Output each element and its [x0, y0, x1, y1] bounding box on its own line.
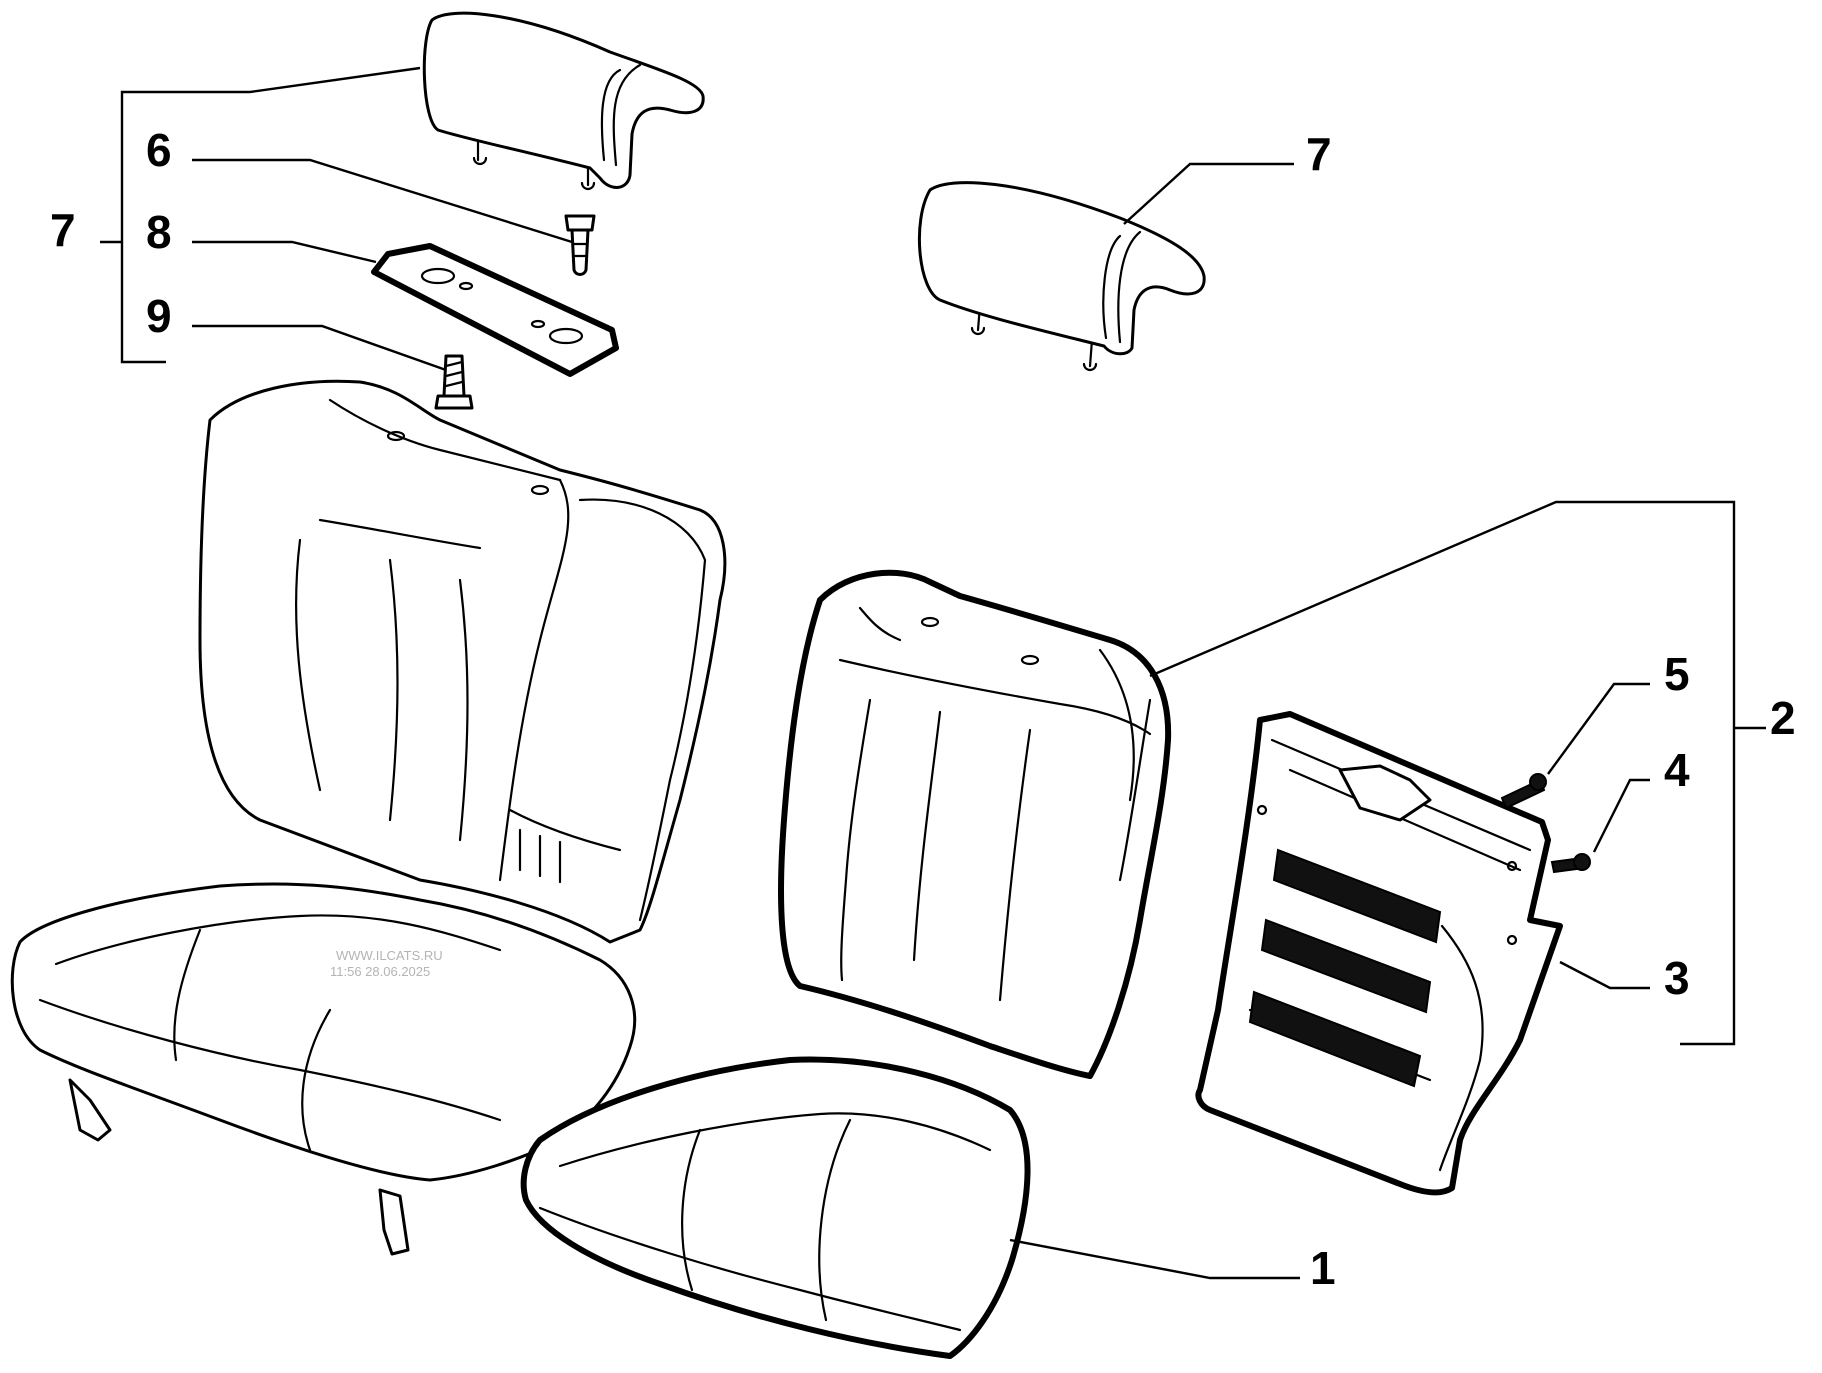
guide-pin [564, 214, 596, 276]
callout-4: 4 [1664, 744, 1690, 796]
callout-6: 6 [146, 124, 172, 176]
seat-cushion [520, 1056, 1031, 1359]
left-seat-cushion [10, 882, 637, 1256]
leader-lines [100, 66, 1766, 1280]
mounting-plate [371, 243, 619, 377]
watermark-time: 11:56 28.06.2025 [330, 964, 430, 979]
callout-9: 9 [146, 290, 172, 342]
callout-3: 3 [1664, 952, 1690, 1004]
callout-7-right: 7 [1306, 128, 1332, 180]
headrest-left [422, 11, 705, 191]
callout-8: 8 [146, 206, 172, 258]
screw-5 [1500, 773, 1547, 810]
screw-4 [1550, 853, 1591, 874]
callout-5: 5 [1664, 648, 1690, 700]
callout-1: 1 [1310, 1242, 1336, 1294]
callout-7-left: 7 [50, 204, 76, 256]
seatback-pad [778, 569, 1172, 1079]
back-panel-frame [1195, 711, 1563, 1196]
bolt [434, 354, 474, 410]
headrest-right [917, 181, 1206, 372]
watermark-site: WWW.ILCATS.RU [336, 948, 443, 963]
callout-2: 2 [1770, 692, 1796, 744]
left-seatback [198, 379, 727, 944]
